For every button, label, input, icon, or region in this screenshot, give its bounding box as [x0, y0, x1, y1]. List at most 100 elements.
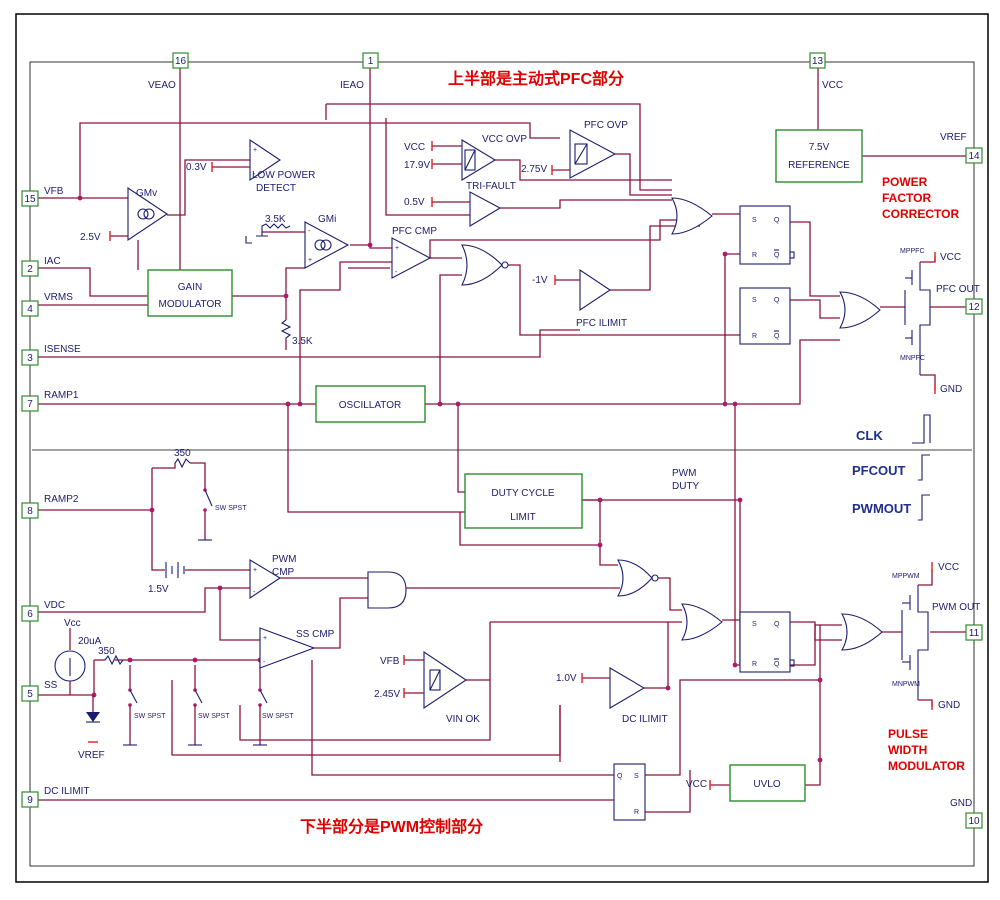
resistor-bottom: [280, 319, 292, 340]
mnpwm-label: MNPWM: [892, 681, 920, 688]
low-power-comparator: +-: [249, 138, 281, 182]
pin-9-label: DC ILIMIT: [44, 786, 90, 797]
pin-15-label: VFB: [44, 186, 64, 197]
ss-cmp-comparator: +- SS CMP: [259, 627, 335, 669]
pin-7: 7: [21, 395, 39, 412]
diode-vref: [86, 712, 100, 722]
reference-line1: 7.5V: [809, 142, 830, 153]
pwmout-label: PWMOUT: [852, 501, 911, 516]
svg-text:S: S: [634, 773, 639, 780]
oscillator-block: OSCILLATOR: [315, 385, 426, 423]
pfc-vcc-label: VCC: [940, 252, 961, 263]
dc-ilimit-cmp-label: DC ILIMIT: [622, 714, 668, 725]
pin-12: 12: [965, 298, 983, 315]
pin-8-num: 8: [27, 506, 33, 517]
svg-text:Q: Q: [774, 621, 780, 628]
width-label: WIDTH: [888, 743, 927, 757]
pin-6-label: VDC: [44, 600, 65, 611]
pin-9: 9: [21, 791, 39, 808]
pin-14-num: 14: [968, 151, 980, 162]
v179-label: 17.9V: [404, 160, 430, 171]
vin-ok-label: VIN OK: [446, 714, 480, 725]
pfc-gnd-label: GND: [940, 384, 962, 395]
pin-16-label: VEAO: [148, 80, 176, 91]
reference-line2: REFERENCE: [788, 160, 850, 171]
pin-9-num: 9: [27, 795, 33, 806]
svg-text:R: R: [752, 252, 757, 259]
pfc-cmp-label: PFC CMP: [392, 226, 437, 237]
pin-5-num: 5: [27, 689, 33, 700]
pfc-ilimit-comparator: PFC ILIMIT: [576, 268, 627, 329]
pwm-duty-line2: DUTY: [672, 481, 700, 492]
pfc-ilimit-label: PFC ILIMIT: [576, 318, 627, 329]
lower-wires: [37, 404, 972, 813]
dc-ilimit-comparator: DC ILIMIT: [609, 667, 668, 725]
nor-gate-pwm: [617, 559, 653, 597]
pin-6-num: 6: [27, 609, 33, 620]
chip-boundary: [29, 61, 975, 867]
r35k-bot-label: 3.5K: [292, 336, 313, 347]
pin-4: 4: [21, 300, 39, 317]
clk-waveform: [912, 414, 931, 444]
pin-15-num: 15: [24, 194, 36, 205]
pin-5-label: SS: [44, 680, 58, 691]
pwm-cmp-line1: PWM: [272, 554, 296, 565]
svg-text:SW SPST: SW SPST: [215, 505, 247, 512]
svg-text:S: S: [752, 621, 757, 628]
pin-13-num: 13: [812, 56, 824, 67]
vcc-ovp-label: VCC OVP: [482, 134, 527, 145]
pwm-duty-line1: PWM: [672, 468, 696, 479]
factor-label: FACTOR: [882, 191, 931, 205]
v05-label: 0.5V: [404, 197, 425, 208]
outer-frame: [15, 13, 989, 883]
mppwm-label: MPPWM: [892, 573, 920, 580]
upper-title: 上半部是主动式PFC部分: [448, 69, 624, 88]
or-gate-lower: [681, 603, 723, 641]
duty-cycle-line2: LIMIT: [510, 512, 536, 523]
pin-4-label: VRMS: [44, 292, 73, 303]
pfcout-waveform: [918, 454, 930, 481]
gain-modulator-line2: MODULATOR: [159, 299, 222, 310]
pin-10-num: 10: [968, 816, 980, 827]
pin-8: 8: [21, 502, 39, 519]
gain-modulator-line1: GAIN: [178, 282, 202, 293]
resistor-top: [261, 223, 291, 229]
pfc-ovp-comparator: PFC OVP: [569, 120, 628, 179]
svg-text:+: +: [253, 567, 257, 574]
tri-fault-label: TRI-FAULT: [466, 181, 516, 192]
pin-11-num: 11: [969, 628, 980, 639]
pwm-gnd-label: GND: [938, 700, 960, 711]
pin-1-label: IEAO: [340, 80, 364, 91]
svg-text:-: -: [253, 589, 256, 596]
vcc-src-label: Vcc: [64, 618, 81, 629]
gmi-label: GMi: [318, 214, 336, 225]
svg-text:Q: Q: [774, 333, 780, 340]
pin-6: 6: [21, 605, 39, 622]
switch-ss-2: SW SPST: [188, 688, 230, 746]
svg-text:+: +: [395, 245, 399, 252]
pin-13-label: VCC: [822, 80, 843, 91]
upper-wires: [37, 62, 972, 405]
low-power-line1: LOW POWER: [252, 170, 315, 181]
pwm-cmp-comparator: +- PWM CMP: [249, 554, 296, 600]
pin-3: 3: [21, 349, 39, 366]
pfc-output-stage: MPPFC MNPFC VCC GND: [900, 248, 962, 395]
pwm-vcc-label: VCC: [938, 562, 959, 573]
pin-7-num: 7: [27, 399, 33, 410]
svg-text:SW SPST: SW SPST: [262, 713, 294, 720]
mppfc-label: MPPFC: [900, 248, 925, 255]
pin-4-num: 4: [27, 304, 33, 315]
uvlo-label: UVLO: [753, 779, 780, 790]
pin-10-label: GND: [950, 798, 972, 809]
junction-dots: [77, 195, 823, 763]
resistor-350: [174, 457, 191, 469]
v245-label: 2.45V: [374, 689, 400, 700]
v15-label: 1.5V: [148, 584, 169, 595]
pin-11-label: PWM OUT: [932, 602, 980, 613]
duty-cycle-block: DUTY CYCLE LIMIT: [464, 473, 583, 529]
pin-15: 15: [21, 190, 39, 207]
svg-text:SW SPST: SW SPST: [134, 713, 166, 720]
svg-text:+: +: [253, 147, 257, 154]
